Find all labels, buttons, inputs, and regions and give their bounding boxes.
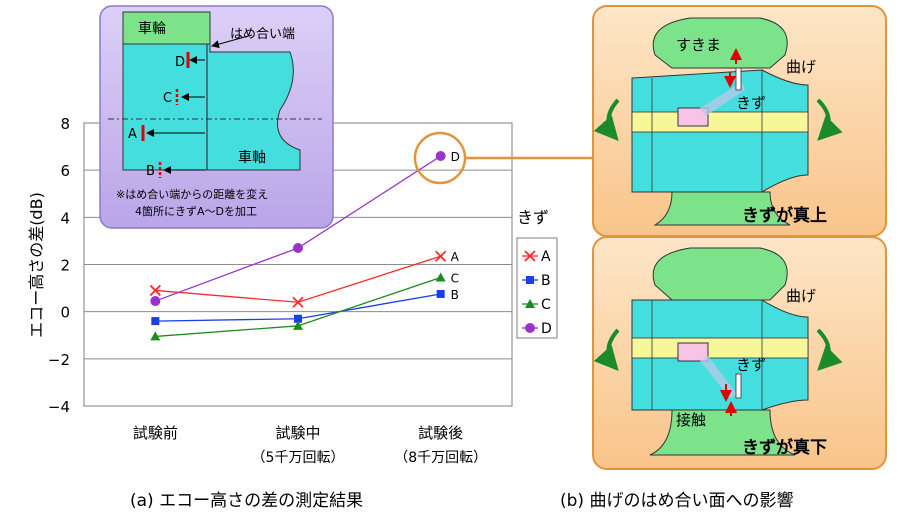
top-flaw-slit	[735, 67, 742, 91]
legend-marker-a-stroke	[524, 250, 536, 262]
inset-axle-shape	[122, 43, 301, 171]
bottom-sensor	[677, 342, 709, 362]
bottom-title: きずが真下	[742, 437, 827, 458]
x-tick-sublabel: （5千万回転）	[252, 450, 345, 466]
bottom-contact-label: 接触	[676, 411, 706, 429]
top-title: きずが真上	[742, 205, 827, 226]
inset-fit-end-label: はめ合い端	[230, 27, 295, 42]
point-b	[151, 317, 160, 326]
panel-b-bottom: 曲げ きず 接触 きずが真下	[592, 236, 887, 470]
point-c	[150, 331, 161, 341]
inset-axle-label: 車軸	[238, 149, 266, 166]
top-rotate-right-icon	[816, 98, 843, 141]
x-tick-labels: 試験前 試験中 （5千万回転） 試験後 （8千万回転）	[133, 424, 487, 466]
data-label-d: D	[451, 150, 460, 164]
point-d	[293, 242, 303, 253]
point-c	[435, 272, 446, 282]
inset-note-line1: ※はめ合い端からの距離を変え	[116, 187, 268, 201]
point-a-stroke	[292, 296, 304, 308]
point-a	[292, 296, 304, 308]
inset-diagram: D C A B 車輪 はめ合い端 車軸 ※はめ合い端からの距離を変え 4箇所にき…	[99, 5, 334, 229]
panel-b-top: すきま 曲げ きず きずが真上	[592, 5, 887, 237]
point-b	[294, 314, 302, 323]
flaw-label-a: A	[128, 127, 137, 142]
point-a	[149, 284, 161, 297]
legend-label-b: B	[541, 273, 551, 289]
bottom-flaw-label: きず	[736, 356, 766, 374]
top-lower-wheel-shape	[653, 191, 791, 226]
flaw-label-d: D	[175, 55, 185, 70]
bottom-rotate-left-icon	[593, 328, 620, 371]
y-axis-label: エコー高さの差(dB)	[27, 192, 46, 338]
y-tick-label: 2	[60, 257, 70, 275]
y-tick-label: −2	[48, 351, 70, 369]
y-tick-label: 6	[60, 162, 70, 180]
inset-wheel-shape	[122, 11, 211, 45]
legend-label-d: D	[541, 321, 552, 337]
y-tick-labels: −4 −2 0 2 4 6 8	[48, 115, 70, 416]
top-gap-label: すきま	[676, 36, 721, 54]
x-tick-label: 試験後	[418, 424, 463, 442]
point-d	[150, 296, 161, 307]
highlight-ring	[413, 131, 467, 185]
bottom-lower-wheel-shape	[649, 409, 796, 456]
bottom-bend-label: 曲げ	[786, 287, 816, 305]
point-b	[436, 289, 445, 298]
legend-box	[516, 237, 558, 339]
data-label-b: B	[451, 288, 459, 302]
legend-marker-c	[525, 299, 535, 308]
caption-b: (b) 曲げのはめ合い面への影響	[560, 491, 794, 511]
bottom-beam	[700, 356, 737, 398]
legend-marker-a	[524, 250, 536, 262]
legend-marker-b	[526, 276, 534, 284]
top-bend-label: 曲げ	[786, 58, 816, 76]
x-tick-label: 試験中	[275, 424, 320, 442]
bottom-upper-wheel-shape	[652, 247, 788, 301]
inset-fit-end-pointer	[211, 34, 253, 49]
y-tick-label: 0	[60, 304, 70, 322]
y-tick-label: −4	[48, 398, 70, 416]
point-a-stroke	[149, 284, 161, 297]
y-tick-label: 8	[60, 115, 70, 133]
legend-title: きず	[517, 208, 549, 227]
top-flaw-label: きず	[736, 94, 766, 112]
bottom-rotate-right-icon	[816, 328, 843, 371]
point-d	[435, 151, 446, 162]
flaw-label-c: C	[163, 91, 172, 106]
x-tick-label: 試験前	[133, 424, 178, 442]
top-wheel-shape	[652, 17, 788, 69]
top-rotate-left-icon	[593, 98, 620, 141]
data-label-a: A	[451, 250, 460, 264]
legend-label-a: A	[541, 249, 551, 265]
legend-label-c: C	[541, 297, 551, 313]
y-tick-label: 4	[60, 209, 70, 227]
flaw-label-b: B	[146, 164, 155, 179]
top-beam	[700, 82, 745, 116]
caption-a: (a) エコー高さの差の測定結果	[130, 491, 364, 511]
data-label-c: C	[451, 271, 459, 285]
point-a-stroke	[435, 250, 447, 262]
legend-marker-d	[525, 323, 535, 333]
top-sensor	[677, 107, 709, 127]
bottom-flaw-slit	[735, 373, 742, 399]
point-c	[293, 320, 303, 330]
top-band	[631, 111, 809, 133]
bottom-band	[631, 337, 809, 359]
point-a	[435, 250, 447, 262]
inset-wheel-label: 車輪	[138, 20, 166, 37]
inset-note-line2: 4箇所にきずA～Dを加工	[135, 204, 257, 218]
x-tick-sublabel: （8千万回転）	[394, 450, 487, 466]
